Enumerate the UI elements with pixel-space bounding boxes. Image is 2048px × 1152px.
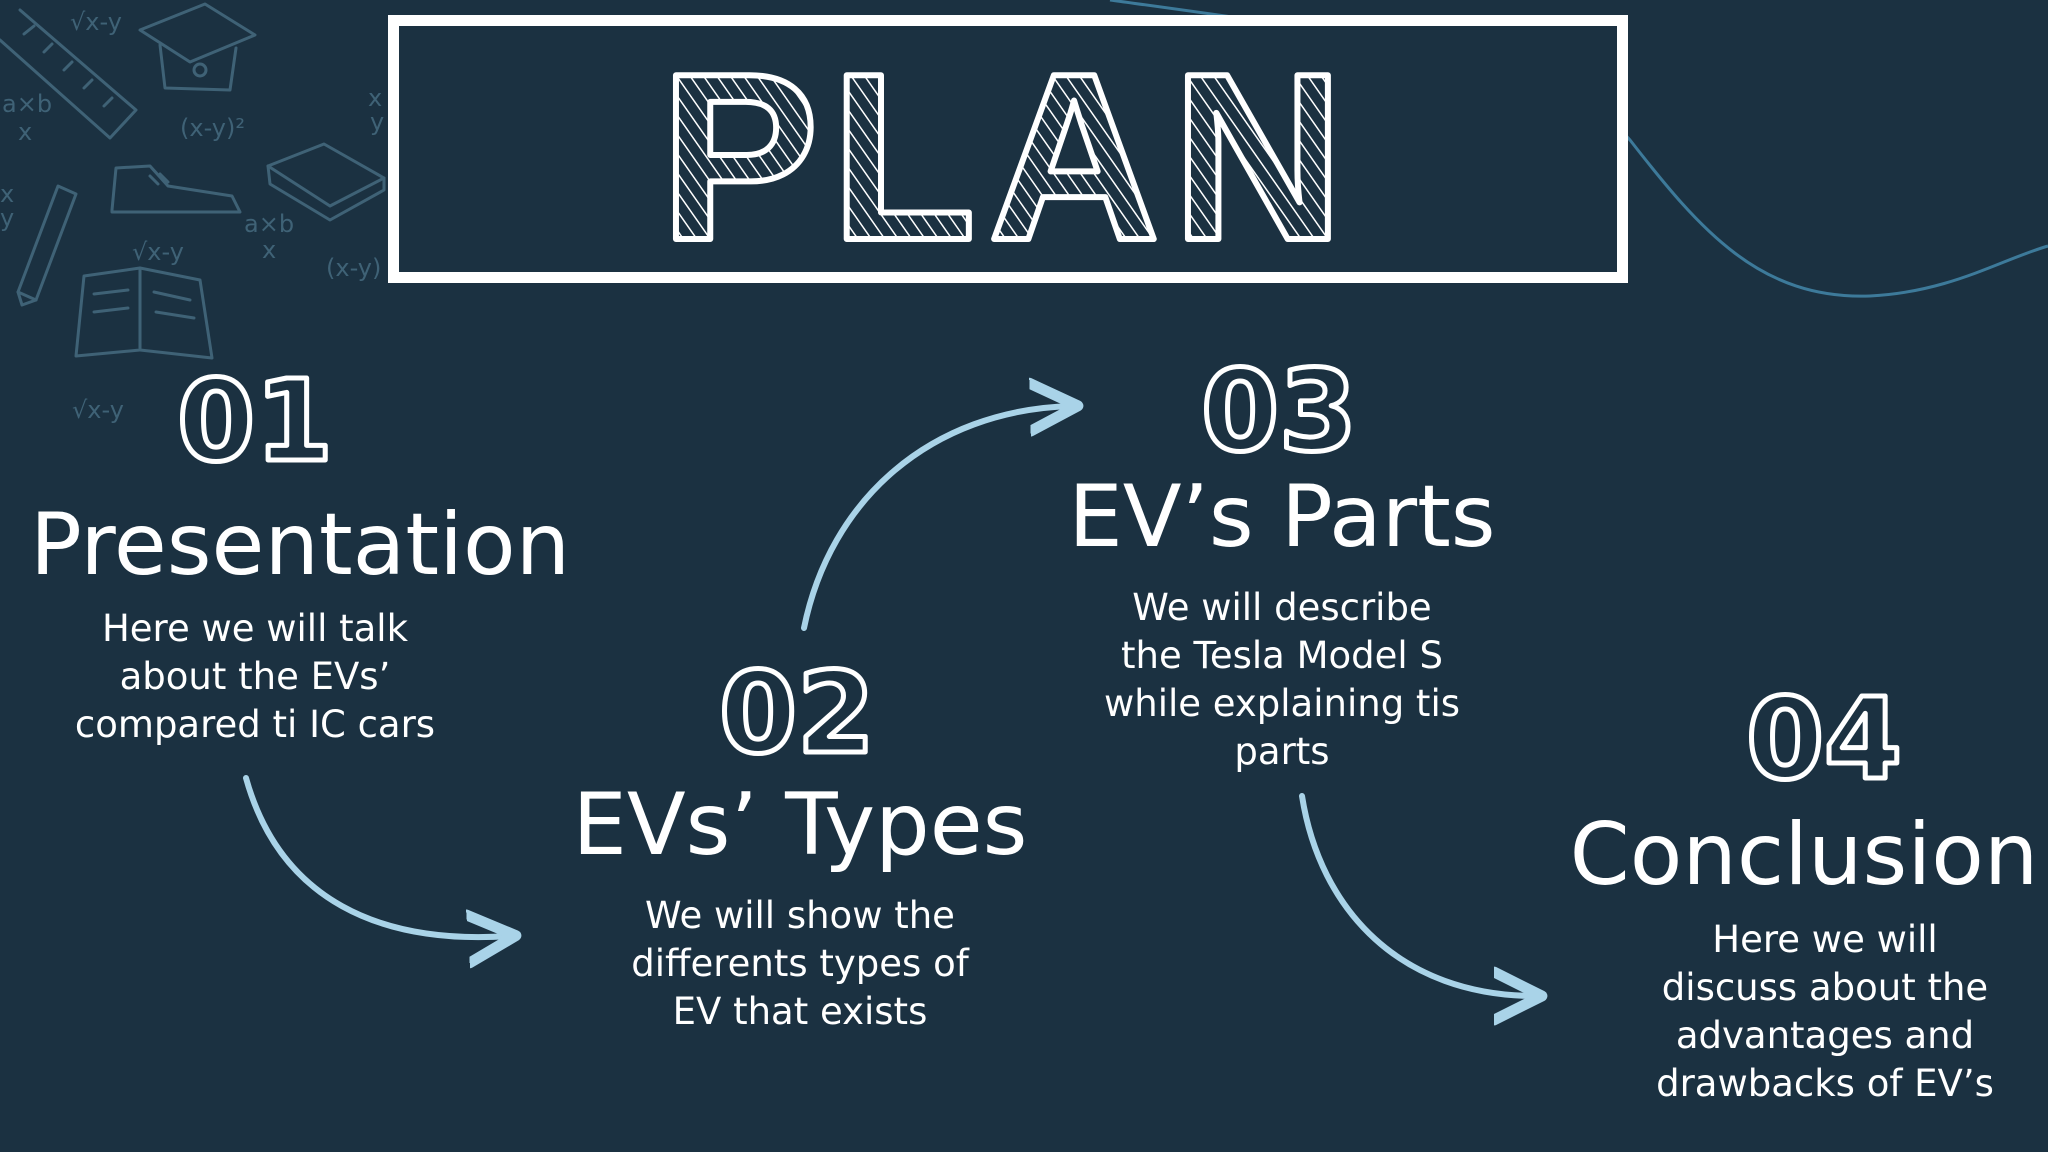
step-number: 02: [717, 647, 878, 782]
doodle-label: (x-y)²: [180, 114, 245, 142]
step-description: Here we will talk about the EVs’ compare…: [74, 607, 436, 746]
arrow-step2-to-step3: [801, 406, 1072, 631]
step-heading: Presentation: [30, 495, 571, 595]
sneaker-icon: [110, 164, 242, 214]
doodle-label: x: [0, 180, 14, 208]
doodle-label: √x-y: [132, 238, 184, 266]
doodle-label: (x-y): [326, 254, 381, 282]
svg-text:04: 04: [1746, 675, 1902, 805]
doodle-label: x: [368, 84, 382, 112]
step-description: We will show the differents types of EV …: [631, 894, 969, 1033]
title-lettering: PLAN: [657, 26, 1356, 272]
open-book-icon: [74, 266, 214, 360]
ruler-icon: [0, 8, 138, 140]
doodle-label: a×b: [2, 90, 52, 118]
doodle-label: a×b: [244, 210, 294, 238]
step-number: 01: [175, 355, 336, 490]
arrow-step1-to-step2: [243, 775, 510, 937]
page-title: PLAN: [660, 26, 1356, 272]
step-description: Here we will discuss about the advantage…: [1656, 918, 1994, 1105]
doodle-label: y: [0, 204, 14, 232]
svg-text:01: 01: [177, 357, 333, 487]
doodle-label: x: [18, 118, 32, 146]
svg-text:02: 02: [719, 649, 875, 779]
step-heading: Conclusion: [1569, 805, 2039, 905]
title-box: PLAN: [388, 15, 1628, 283]
svg-text:03: 03: [1201, 347, 1357, 477]
doodle-label: y: [370, 108, 384, 136]
step-number: 03: [1199, 345, 1360, 480]
arrow-step3-to-step4: [1299, 793, 1536, 996]
step-number: 04: [1744, 673, 1905, 808]
pencil-icon: [16, 184, 78, 307]
doodle-label: √x-y: [72, 396, 124, 424]
step-description: We will describe the Tesla Model S while…: [1103, 586, 1461, 773]
step-heading: EV’s Parts: [1068, 467, 1496, 567]
doodle-label: √x-y: [70, 8, 122, 36]
graduation-cap-icon: [138, 2, 257, 92]
doodle-label: x: [262, 236, 276, 264]
step-heading: EVs’ Types: [572, 775, 1028, 875]
book-icon: [266, 142, 386, 222]
